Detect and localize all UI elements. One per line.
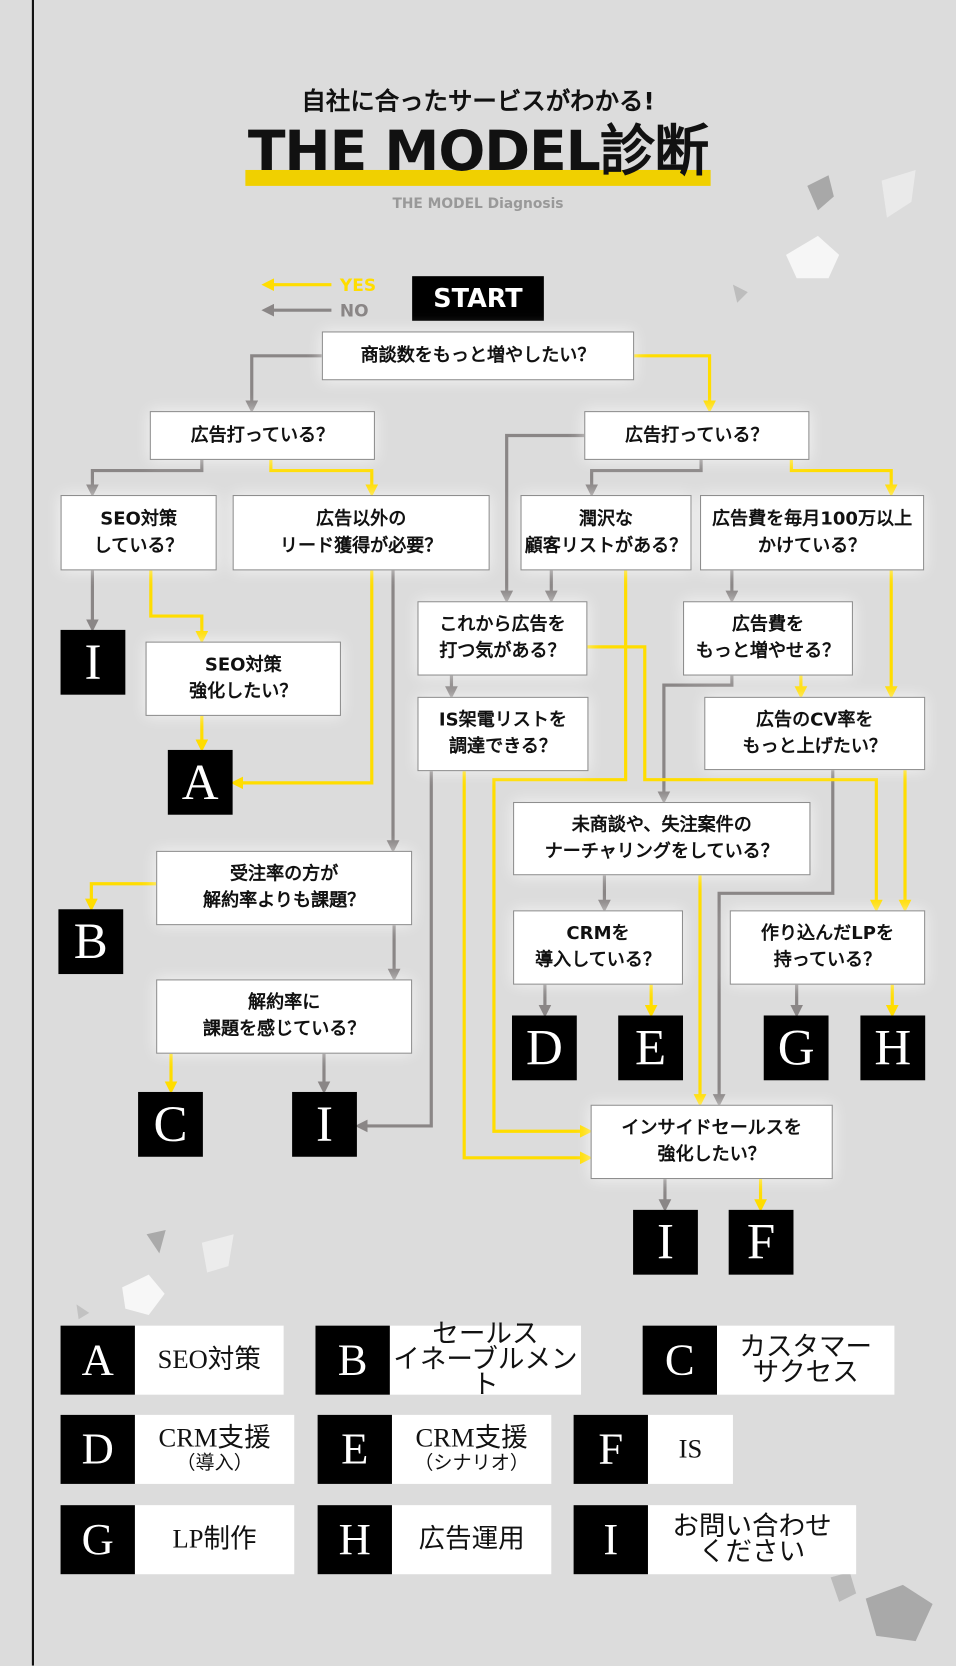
no-connector — [354, 771, 433, 1133]
title-highlight-bar — [245, 169, 711, 186]
card-key: I — [573, 1505, 648, 1575]
crystal-shape — [786, 235, 840, 279]
crystal-shape — [76, 1304, 90, 1320]
question-more-deals: 商談数をもっと増やしたい？ — [321, 331, 635, 381]
page-title: THE MODEL診断 — [247, 120, 709, 184]
card-text: CRM支援（シナリオ） — [392, 1415, 551, 1484]
card-sublabel: （シナリオ） — [414, 1451, 529, 1473]
question-running-ads-no: 広告打っている？ — [149, 411, 375, 460]
yes-connector — [84, 882, 157, 912]
result-h: H — [860, 1015, 926, 1081]
question-strengthen-seo: SEO対策 強化したい？ — [145, 641, 341, 716]
yes-connector — [789, 459, 898, 498]
card-label: カスタマー サクセス — [739, 1332, 873, 1387]
card-label: CRM支援 — [158, 1423, 271, 1453]
card-key: H — [317, 1505, 392, 1575]
crystal-shape — [881, 169, 916, 218]
result-i: I — [292, 1091, 357, 1157]
question-is-call-list: IS架電リストを 調達できる？ — [417, 696, 589, 772]
result-i: I — [633, 1209, 698, 1275]
card-text: CRM支援（導入） — [135, 1415, 294, 1484]
no-connector — [245, 354, 322, 414]
card-label: お問い合わせ ください — [672, 1512, 832, 1567]
question-running-ads-yes: 広告打っている？ — [584, 411, 810, 460]
card-key: E — [317, 1414, 392, 1484]
crystal-shape — [732, 284, 748, 303]
question-ad-budget-monthly: 広告費を毎月100万以上 かけている？ — [700, 494, 925, 571]
no-connector — [500, 433, 585, 604]
start-label: START — [412, 276, 544, 321]
yes-connector — [269, 459, 379, 498]
result-card-b: B セールス イネーブルメント — [315, 1319, 582, 1400]
card-key: G — [60, 1505, 135, 1575]
question-rich-customer-list: 潤沢な 顧客リストがある？ — [520, 494, 692, 571]
result-b: B — [58, 909, 124, 975]
crystal-shape — [122, 1274, 165, 1316]
card-key: B — [315, 1325, 390, 1395]
question-have-lp: 作り込んだLPを 持っている？ — [729, 910, 926, 985]
card-label: セールス イネーブルメント — [393, 1319, 578, 1400]
card-key: A — [60, 1325, 135, 1395]
card-label: 広告運用 — [418, 1524, 525, 1554]
crystal-shape — [865, 1584, 933, 1642]
result-card-e: E CRM支援（シナリオ） — [317, 1414, 552, 1484]
yes-connector — [149, 570, 209, 644]
legend-no-label: NO — [339, 300, 369, 321]
yes-connector — [230, 570, 374, 790]
card-sublabel: （導入） — [176, 1451, 253, 1473]
result-i: I — [60, 629, 126, 695]
result-card-c: C カスタマー サクセス — [642, 1325, 895, 1395]
left-border-line — [31, 0, 34, 1666]
question-nurturing: 未商談や、失注案件の ナーチャリングをしている？ — [513, 801, 811, 876]
no-connector — [657, 675, 734, 805]
yes-connector — [462, 771, 593, 1165]
result-e: E — [618, 1015, 684, 1081]
result-d: D — [511, 1015, 577, 1081]
card-label: SEO対策 — [157, 1345, 261, 1374]
yes-connector — [587, 645, 883, 913]
result-g: G — [763, 1015, 829, 1081]
result-card-a: A SEO対策 — [60, 1325, 284, 1395]
result-card-f: F IS — [573, 1414, 733, 1484]
legend-yes-label: YES — [339, 275, 377, 296]
crystal-shape — [201, 1234, 234, 1273]
result-c: C — [138, 1091, 203, 1157]
question-doing-seo: SEO対策 している？ — [60, 494, 217, 571]
question-lead-other-than-ads: 広告以外の リード獲得が必要？ — [232, 494, 490, 571]
result-card-d: D CRM支援（導入） — [60, 1414, 295, 1484]
card-key: C — [642, 1325, 717, 1395]
question-crm-introduced: CRMを 導入している？ — [513, 910, 684, 985]
question-will-run-ads: これから広告を 打つ気がある？ — [417, 601, 588, 676]
card-key: D — [60, 1414, 135, 1484]
result-card-g: G LP制作 — [60, 1505, 295, 1575]
card-label: CRM支援 — [415, 1423, 528, 1453]
header-kicker: 自社に合ったサービスがわかる! — [301, 88, 655, 116]
result-card-h: H 広告運用 — [317, 1505, 552, 1575]
question-improve-cv-rate: 広告のCV率を もっと上げたい？ — [704, 696, 926, 771]
crystal-shape — [830, 1572, 857, 1602]
card-key: F — [573, 1414, 648, 1484]
question-increase-ad-budget: 広告費を もっと増やせる？ — [683, 601, 853, 676]
no-connector — [585, 459, 703, 498]
card-label: IS — [678, 1434, 703, 1464]
card-label: LP制作 — [172, 1524, 257, 1554]
result-card-i: I お問い合わせ ください — [573, 1505, 857, 1575]
result-a: A — [167, 749, 233, 815]
no-connector — [86, 459, 204, 498]
question-inside-sales: インサイドセールスを 強化したい？ — [590, 1104, 833, 1180]
yes-connector — [634, 354, 716, 414]
yes-connector — [492, 570, 628, 1138]
question-order-rate-issue: 受注率の方が 解約率よりも課題？ — [156, 850, 413, 926]
result-f: F — [728, 1209, 794, 1275]
crystal-shape — [807, 175, 834, 211]
page-subtitle: THE MODEL Diagnosis — [392, 196, 564, 213]
question-churn-issue: 解約率に 課題を感じている？ — [156, 979, 413, 1054]
no-connector — [712, 770, 835, 1107]
